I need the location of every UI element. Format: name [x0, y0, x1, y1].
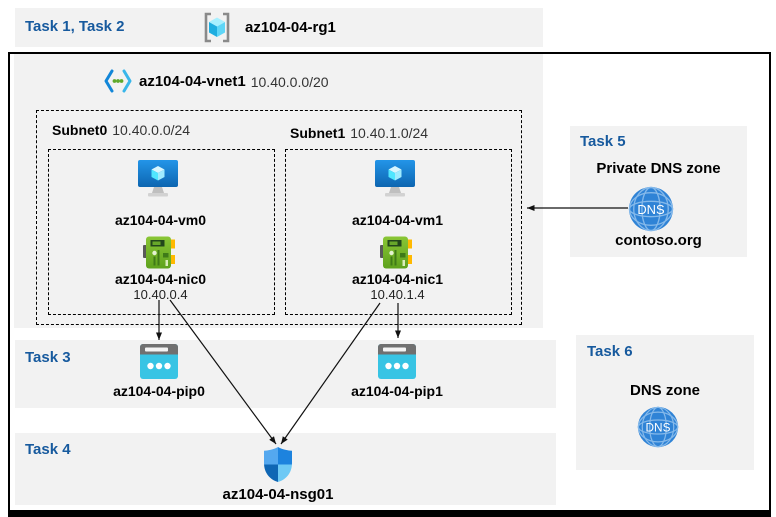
resource-group-bar: Task 1, Task 2 az104-04-rg1 — [15, 8, 543, 47]
nic0-ip: 10.40.0.4 — [133, 287, 188, 302]
nic0-icon — [143, 236, 175, 269]
vm1-icon — [374, 160, 416, 200]
vnet-cidr: 10.40.0.0/20 — [250, 73, 329, 90]
pip1-icon — [378, 344, 416, 379]
vnet-icon — [103, 68, 133, 94]
vm1-name: az104-04-vm1 — [351, 212, 444, 228]
vm0-name: az104-04-vm0 — [114, 212, 207, 228]
subnet0-cidr: 10.40.0.0/24 — [112, 122, 191, 138]
task-1-2-label: Task 1, Task 2 — [25, 18, 125, 35]
dns-globe-icon: DNS — [628, 186, 674, 232]
subnet1-name: Subnet1 — [290, 125, 346, 141]
nsg-name: az104-04-nsg01 — [222, 486, 334, 503]
pip0-icon — [140, 344, 178, 379]
nic1-name: az104-04-nic1 — [351, 271, 444, 287]
diagram-frame — [8, 52, 771, 517]
resource-group-name: az104-04-rg1 — [245, 19, 336, 36]
subnet0-name: Subnet0 — [52, 122, 108, 138]
dns-globe-icon-small: DNS — [637, 406, 679, 448]
subnet1-cidr: 10.40.1.0/24 — [350, 125, 429, 141]
task5-label: Task 5 — [580, 133, 626, 150]
subnets-container — [36, 110, 522, 325]
task4-label: Task 4 — [25, 441, 71, 458]
pip0-name: az104-04-pip0 — [113, 383, 205, 399]
vnet-panel — [14, 54, 543, 328]
dns-icon-text: DNS — [637, 202, 665, 217]
vm0-icon — [137, 160, 179, 200]
vnet-name: az104-04-vnet1 — [139, 73, 246, 90]
subnet0-header: Subnet0 10.40.0.0/24 — [52, 122, 190, 138]
nic0-name: az104-04-nic0 — [114, 271, 207, 287]
task6-box — [576, 335, 754, 470]
private-dns-zone-name: contoso.org — [615, 232, 702, 249]
private-dns-zone-title: Private DNS zone — [596, 160, 721, 177]
pip1-name: az104-04-pip1 — [351, 383, 443, 399]
dns-icon-text: DNS — [646, 420, 671, 434]
subnet0-box — [48, 149, 275, 315]
nsg-shield-icon — [263, 446, 293, 483]
task3-label: Task 3 — [25, 349, 71, 366]
dns-zone-title: DNS zone — [629, 382, 700, 399]
subnet1-header: Subnet1 10.40.1.0/24 — [290, 125, 428, 141]
vnet-header: az104-04-vnet1 10.40.0.0/20 — [139, 73, 329, 90]
nic1-icon — [380, 236, 412, 269]
task6-label: Task 6 — [587, 343, 633, 360]
nic1-ip: 10.40.1.4 — [370, 287, 425, 302]
resource-group-icon — [202, 11, 232, 44]
